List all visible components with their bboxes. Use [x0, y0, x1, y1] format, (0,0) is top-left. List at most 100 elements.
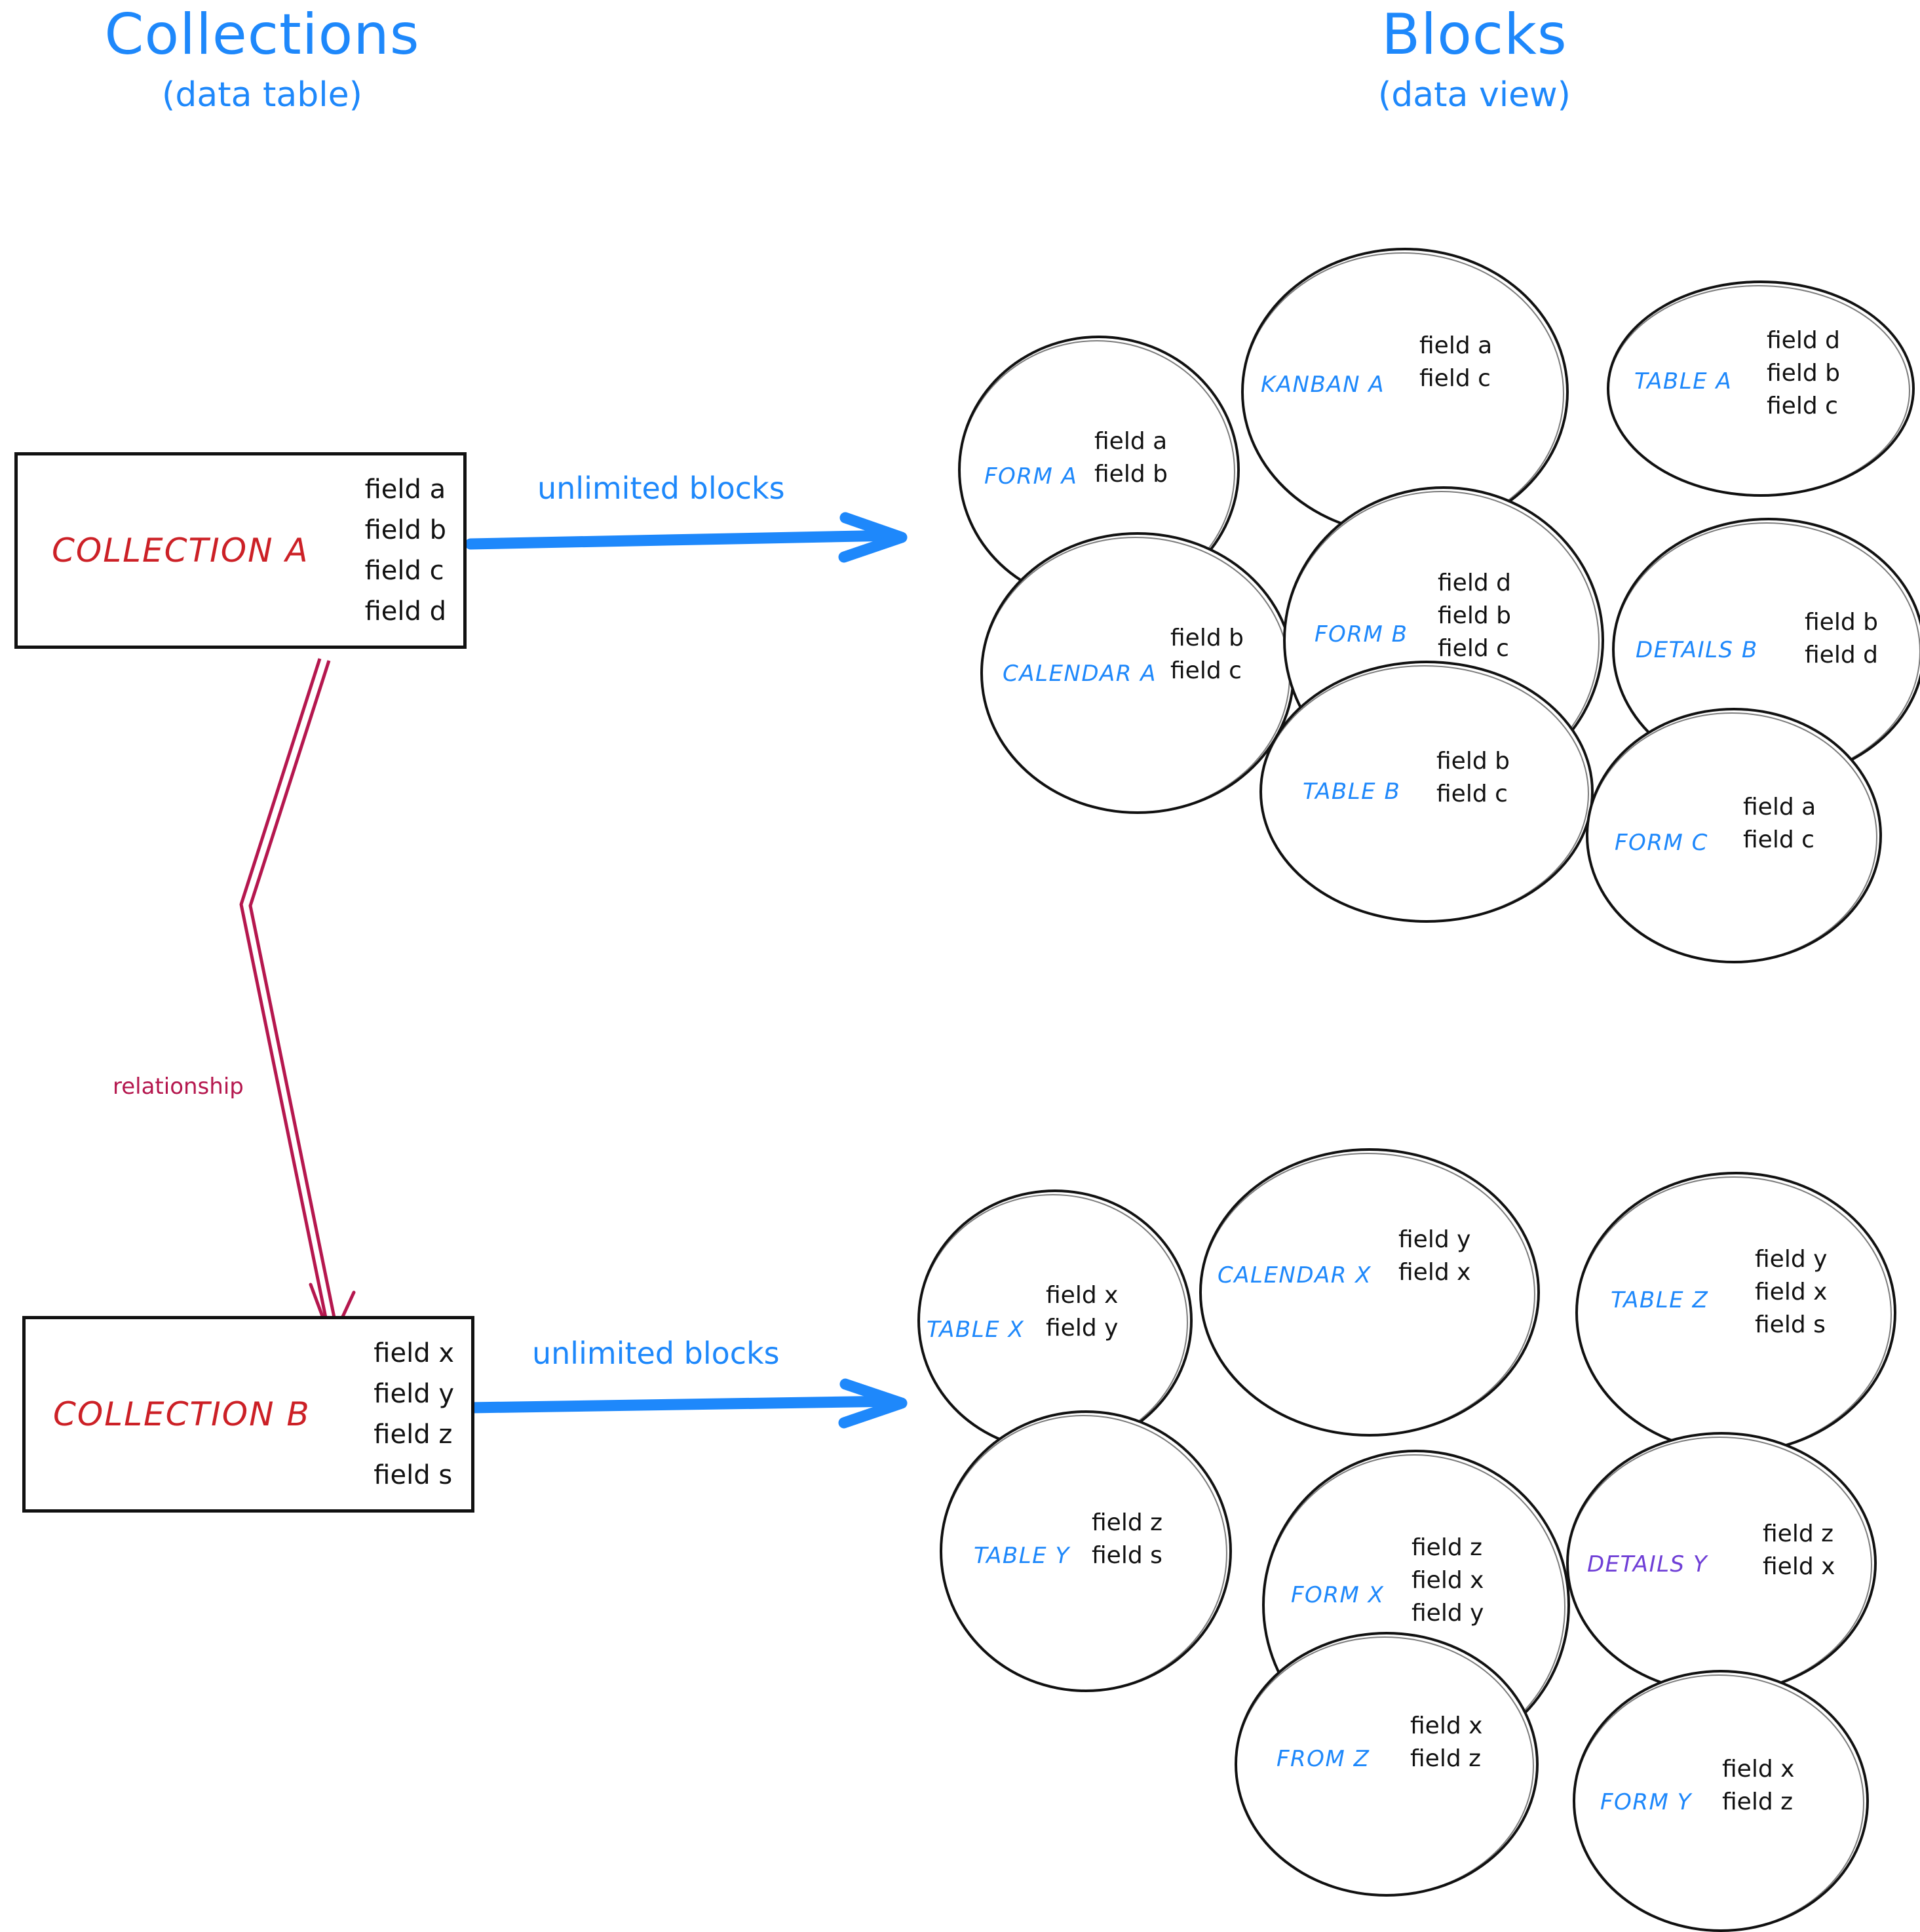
- block-field: field b: [1436, 748, 1510, 775]
- block-ellipse-table-b[interactable]: TABLE B field b field c: [1259, 661, 1594, 923]
- block-fields-form-b: field d field b field c: [1438, 571, 1511, 661]
- collection-b-field: field x: [374, 1338, 454, 1368]
- block-field: field x: [1398, 1259, 1471, 1286]
- block-field: field z: [1410, 1745, 1482, 1772]
- block-ellipse-form-y[interactable]: FORM Y field x field z: [1573, 1670, 1869, 1932]
- unlimited-blocks-label-b: unlimited blocks: [532, 1336, 780, 1371]
- block-field: field c: [1419, 365, 1491, 392]
- block-label-table-x: TABLE X: [927, 1317, 1025, 1343]
- collection-b-field: field z: [374, 1420, 453, 1450]
- collections-title: Collections: [104, 2, 420, 68]
- block-field: field d: [1767, 327, 1840, 354]
- relationship-label: relationship: [113, 1073, 244, 1100]
- block-field: field z: [1763, 1520, 1834, 1547]
- unlimited-blocks-arrow-a: [465, 512, 908, 563]
- block-fields-calendar-x: field y field x: [1398, 1228, 1470, 1285]
- block-field: field c: [1743, 826, 1814, 853]
- block-field: field y: [1755, 1246, 1828, 1273]
- block-field: field y: [1411, 1600, 1484, 1627]
- block-label-kanban-a: KANBAN A: [1261, 372, 1385, 398]
- block-field: field x: [1763, 1553, 1835, 1580]
- block-field: field c: [1438, 635, 1509, 662]
- block-label-form-a: FORM A: [984, 463, 1078, 490]
- block-field: field z: [1411, 1534, 1483, 1561]
- block-fields-kanban-a: field a field c: [1419, 334, 1492, 391]
- block-field: field b: [1767, 360, 1840, 387]
- block-fields-table-x: field x field y: [1046, 1284, 1118, 1340]
- block-ellipse-calendar-x[interactable]: CALENDAR X field y field x: [1199, 1148, 1540, 1437]
- block-field: field x: [1411, 1567, 1484, 1594]
- block-ellipse-kanban-a[interactable]: KANBAN A field a field c: [1241, 248, 1569, 536]
- block-field: field x: [1722, 1756, 1795, 1783]
- unlimited-blocks-label-a: unlimited blocks: [537, 471, 785, 506]
- block-field: field s: [1092, 1542, 1162, 1569]
- block-field: field x: [1046, 1282, 1119, 1309]
- block-label-form-b: FORM B: [1315, 621, 1408, 647]
- block-fields-table-z: field y field x field s: [1755, 1248, 1827, 1337]
- collection-b-fields: field x field y field z field s: [374, 1340, 454, 1488]
- block-fields-details-b: field b field d: [1805, 611, 1878, 667]
- block-field: field c: [1436, 781, 1508, 807]
- block-field: field d: [1438, 570, 1511, 596]
- unlimited-blocks-arrow-b: [465, 1378, 908, 1429]
- block-field: field s: [1755, 1311, 1826, 1338]
- block-ellipse-from-z[interactable]: FROM Z field x field z: [1235, 1632, 1539, 1897]
- block-field: field b: [1438, 602, 1511, 629]
- block-ellipse-table-y[interactable]: TABLE Y field z field s: [940, 1410, 1232, 1692]
- diagram-canvas: Collections (data table) Blocks (data vi…: [14, 2, 1920, 1932]
- block-field: field x: [1410, 1712, 1483, 1739]
- block-label-form-x: FORM X: [1291, 1582, 1385, 1608]
- block-label-calendar-a: CALENDAR A: [1003, 661, 1157, 687]
- block-field: field z: [1092, 1509, 1163, 1536]
- block-ellipse-table-a[interactable]: TABLE A field d field b field c: [1607, 280, 1915, 497]
- block-fields-details-y: field z field x: [1763, 1522, 1835, 1579]
- collection-b-name: COLLECTION B: [53, 1395, 311, 1433]
- collection-a-name: COLLECTION A: [52, 531, 309, 570]
- collection-a-field: field a: [364, 474, 446, 505]
- blocks-subtitle: (data view): [1378, 75, 1571, 115]
- block-field: field a: [1743, 794, 1816, 821]
- relationship-connector: [239, 658, 356, 1343]
- collections-subtitle: (data table): [162, 75, 362, 115]
- block-fields-form-y: field x field z: [1722, 1758, 1794, 1814]
- block-label-form-y: FORM Y: [1600, 1789, 1692, 1815]
- block-field: field b: [1805, 609, 1878, 636]
- block-fields-table-b: field b field c: [1436, 750, 1510, 806]
- collection-b-field: field y: [374, 1378, 454, 1409]
- block-label-table-z: TABLE Z: [1611, 1287, 1709, 1313]
- collection-a-field: field d: [364, 596, 446, 627]
- block-field: field y: [1398, 1226, 1471, 1253]
- block-field: field b: [1170, 625, 1244, 651]
- block-ellipse-table-z[interactable]: TABLE Z field y field x field s: [1575, 1172, 1896, 1454]
- block-fields-form-a: field a field b: [1094, 430, 1168, 486]
- collection-a-field: field c: [364, 556, 444, 587]
- block-label-details-y: DETAILS Y: [1587, 1551, 1708, 1577]
- block-fields-table-a: field d field b field c: [1767, 329, 1840, 418]
- block-ellipse-form-c[interactable]: FORM C field a field c: [1586, 708, 1882, 963]
- block-ellipse-calendar-a[interactable]: CALENDAR A field b field c: [980, 532, 1295, 814]
- collections-heading: Collections (data table): [66, 7, 459, 118]
- block-field: field d: [1805, 642, 1878, 668]
- block-label-table-b: TABLE B: [1303, 779, 1401, 805]
- block-label-table-y: TABLE Y: [974, 1543, 1070, 1569]
- collection-b-box[interactable]: COLLECTION B field x field y field z fie…: [22, 1316, 474, 1513]
- block-field: field y: [1046, 1315, 1119, 1342]
- collection-a-box[interactable]: COLLECTION A field a field b field c fie…: [14, 452, 467, 649]
- block-label-form-c: FORM C: [1615, 830, 1708, 856]
- block-field: field b: [1094, 461, 1168, 488]
- block-field: field z: [1722, 1788, 1794, 1815]
- block-field: field a: [1419, 332, 1493, 359]
- block-fields-from-z: field x field z: [1410, 1714, 1482, 1771]
- collection-a-field: field b: [364, 514, 446, 545]
- block-ellipse-table-x[interactable]: TABLE X field x field y: [917, 1189, 1193, 1452]
- block-fields-form-c: field a field c: [1743, 796, 1816, 852]
- block-label-table-a: TABLE A: [1634, 368, 1733, 395]
- block-field: field c: [1170, 657, 1242, 684]
- block-ellipse-details-y[interactable]: DETAILS Y field z field x: [1566, 1432, 1877, 1694]
- blocks-title: Blocks: [1381, 2, 1567, 68]
- block-field: field x: [1755, 1279, 1828, 1305]
- block-fields-calendar-a: field b field c: [1170, 627, 1244, 683]
- block-label-details-b: DETAILS B: [1636, 637, 1758, 663]
- block-label-calendar-x: CALENDAR X: [1218, 1262, 1372, 1288]
- collection-b-field: field s: [374, 1460, 453, 1491]
